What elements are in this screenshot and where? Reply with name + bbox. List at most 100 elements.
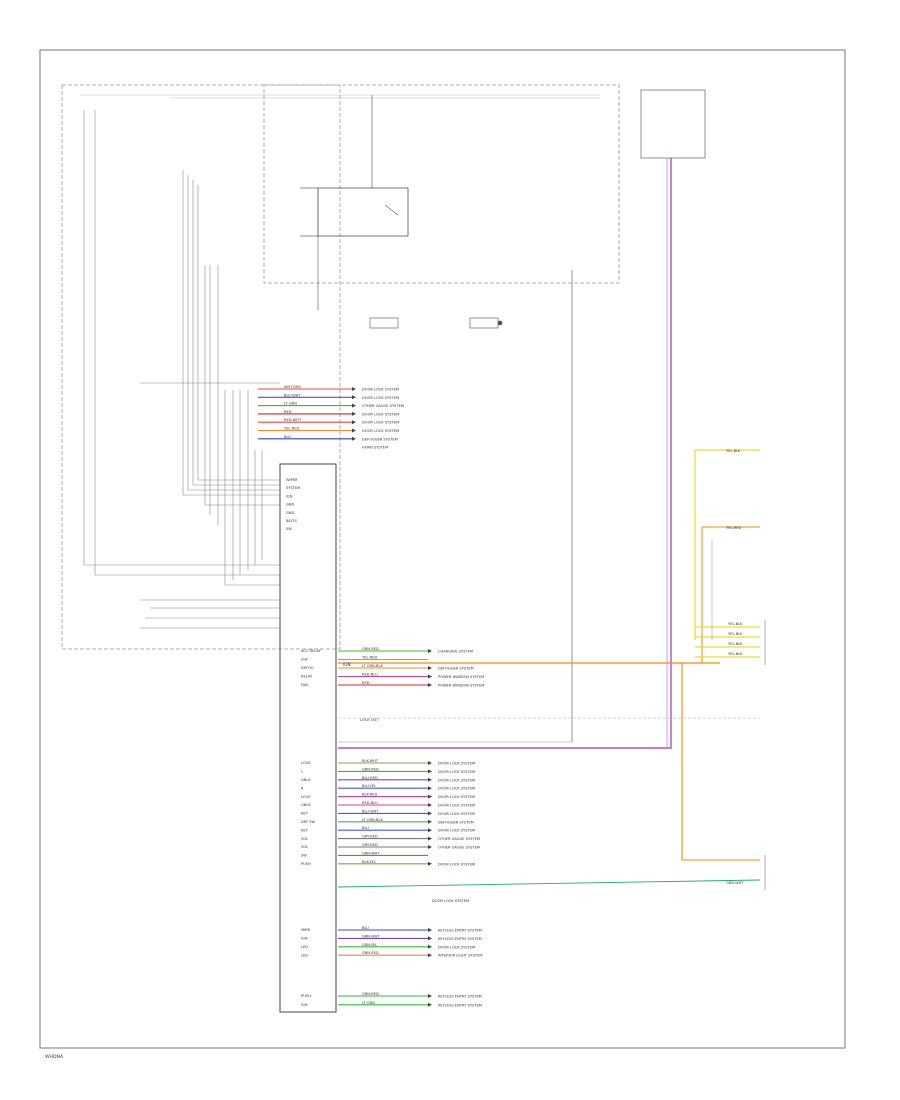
wire-color-label: LT GRN-BLK <box>362 664 383 668</box>
wire-target-label: DOOR LOCK SYSTEM <box>438 787 475 791</box>
arrow-icon <box>428 649 432 653</box>
arrow-icon <box>428 777 432 782</box>
label-yel-blk: YEL-BLK <box>726 449 741 453</box>
relay-box-module <box>263 84 620 284</box>
label-ign: IGN <box>343 662 351 667</box>
wire-color-label: BLU-YEL <box>362 784 376 788</box>
wire-target-label: DOOR LOCK SYSTEM <box>438 812 475 816</box>
fuse-box-module <box>61 84 341 650</box>
arrow-icon <box>428 794 432 799</box>
wire-target-label: DOOR LOCK SYSTEM <box>438 862 475 866</box>
wire-color-label: LT GRN-BLK <box>362 818 383 822</box>
unit-pin-label: LOCK <box>301 795 311 799</box>
arrow-icon <box>428 953 432 958</box>
unit-pin-label: LED <box>301 953 308 957</box>
upper-pin-label: SW <box>286 527 292 531</box>
arrow-icon <box>428 1002 432 1007</box>
legend-target-label: DOOR LOCK SYSTEM <box>362 412 399 416</box>
wire-target-label: DEFOGGER SYSTEM <box>438 820 474 824</box>
arrow-icon <box>428 761 432 765</box>
arrow-icon <box>428 811 432 816</box>
legend-wire-label: BLU-WHT <box>284 393 301 397</box>
wire-color-label: BLU-WHT <box>362 809 379 813</box>
unit-pin-label: SW <box>301 854 307 858</box>
relay-wiring <box>300 95 573 742</box>
arrow-icon <box>428 828 432 833</box>
unit-pin-label: UNLK <box>301 778 311 782</box>
wire-color-label: BLU <box>362 826 369 830</box>
arrow-icon <box>428 786 432 791</box>
legend-target-label: OTHER GAUGE SYSTEM <box>362 404 404 408</box>
arrow-icon <box>352 428 356 433</box>
arrow-icon <box>352 436 356 441</box>
wire-color-label: GRY-RED <box>362 843 378 847</box>
label-bottom-target: DOOR LOCK SYSTEM <box>432 899 469 903</box>
unit-pin-label: L <box>301 770 303 774</box>
orange-vertical <box>681 663 760 861</box>
arrow-icon <box>352 411 356 416</box>
wire-color-label: RED-BLU <box>362 801 378 805</box>
unit-pin-label: MIRR <box>301 928 311 932</box>
upper-pin-label: GND <box>286 503 294 507</box>
body-control-unit <box>279 463 337 1013</box>
arrow-icon <box>428 666 432 670</box>
wire-color-label: GRN-RED <box>362 767 379 771</box>
arrow-icon <box>352 387 356 391</box>
unit-pin-label: LOCK <box>301 761 311 765</box>
unit-pin-label: ACC RELAY <box>301 649 322 653</box>
wire-target-label: POWER WINDOW SYSTEM <box>438 684 484 688</box>
label-grn-wht: GRN-WHT <box>726 881 744 885</box>
wire-target-label: DOOR LOCK SYSTEM <box>438 778 475 782</box>
unit-pin-label: IGN <box>301 658 308 662</box>
wire-target-label: CHARGING SYSTEM <box>438 650 473 654</box>
wire-color-label: GRN-WHT <box>362 851 380 855</box>
legend-target-label: DOOR LOCK SYSTEM <box>362 429 399 433</box>
upper-pin-label: WIPER <box>286 478 298 482</box>
arrow-icon <box>428 769 432 774</box>
arrow-icon <box>428 928 432 932</box>
unit-pin-label: IGN <box>301 1003 308 1007</box>
unit-pin-label: PUSH <box>301 862 311 866</box>
wire-color-label: GRN-WHT <box>362 934 380 938</box>
wire-target-label: OTHER GAUGE SYSTEM <box>438 846 480 850</box>
unit-pin-label: KEY <box>301 828 309 832</box>
legend-wire-label: BLU <box>284 435 291 439</box>
wire-target-label: INTERIOR LIGHT SYSTEM <box>438 954 482 958</box>
arrow-icon <box>428 683 432 687</box>
legend-target-label: DEFOGGER SYSTEM <box>362 437 398 441</box>
legend-target-label: HORN SYSTEM <box>362 446 388 450</box>
wire-color-label: BLU-RED <box>362 776 378 780</box>
wire-color-label: LT GRN <box>362 1001 375 1005</box>
wire-target-label: DOOR LOCK SYSTEM <box>438 795 475 799</box>
unit-pin-label: UNLK <box>301 803 311 807</box>
unit-pin-label: VOL <box>301 837 308 841</box>
sensor-module <box>640 89 706 159</box>
unit-pin-label: RELAY <box>301 675 313 679</box>
switch-symbols <box>369 317 503 329</box>
wire-color-label: GRN-RED <box>362 951 379 955</box>
wire-target-label: DOOR LOCK SYSTEM <box>438 762 475 766</box>
footer-label: WHDNA <box>45 1054 64 1060</box>
wire-target-label: KEYLESS ENTRY SYSTEM <box>438 929 482 933</box>
wire-target-label: DEFOGGER SYSTEM <box>438 667 474 671</box>
wire-color-label: GRN-RED <box>362 992 379 996</box>
right-pin-label: YEL-BLK <box>728 652 743 656</box>
unit-pin-label: KEY <box>301 812 309 816</box>
legend-wire-label: RED-WHT <box>284 418 302 422</box>
label-lock-out: LOCK OUT <box>360 718 379 722</box>
arrow-icon <box>428 936 432 941</box>
wire-color-label: YEL-RED <box>362 656 377 660</box>
green-run <box>337 879 761 888</box>
long-runs <box>337 158 761 888</box>
wire-color-label: BLK-RED <box>362 793 378 797</box>
upper-pin-label: BELTS <box>286 519 297 523</box>
arrow-icon <box>428 819 432 824</box>
unit-pin-label: DEFOG <box>301 666 314 670</box>
wire-target-label: KEYLESS ENTRY SYSTEM <box>438 995 482 999</box>
